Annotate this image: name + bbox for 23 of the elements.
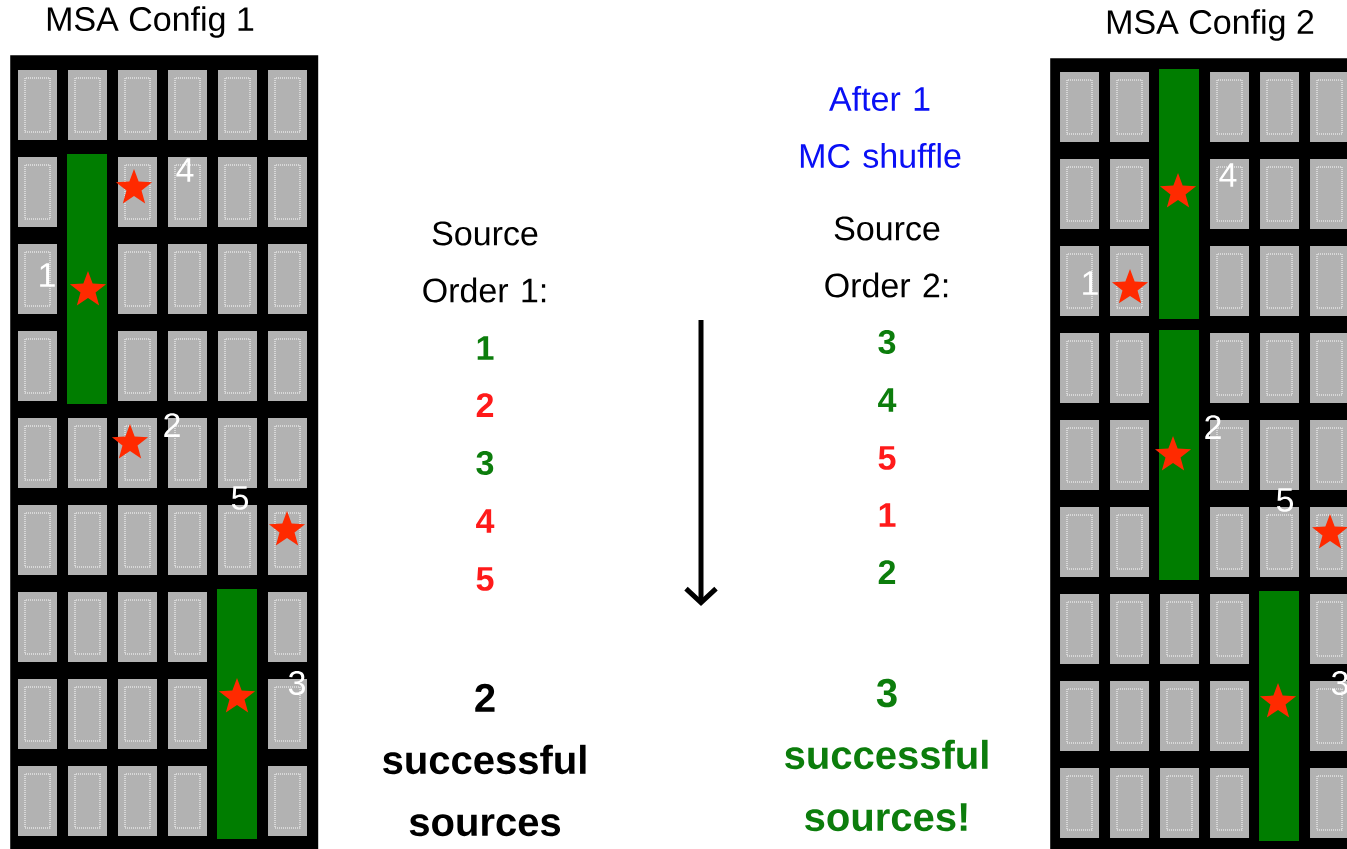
order-number: 1 [477,336,494,360]
order-number: 2 [476,393,494,417]
order-number: 5 [476,567,494,591]
heading-text: Source Order 2: [825,216,948,298]
caption-text: After 1 MC shuffle [800,86,961,168]
star-number: 5 [1276,488,1294,512]
star-number: 5 [231,486,249,510]
order-number: 4 [476,509,495,533]
heading-text: Source Order 1: [423,221,546,303]
star-number: 1 [40,263,55,287]
order-number: 4 [878,388,897,412]
order-number: 2 [878,560,896,584]
star-number: 1 [1083,271,1098,295]
grid-title: MSA Config 1 [47,6,254,38]
order-number: 1 [879,503,896,527]
result-text: 3 successful sources! [785,678,988,832]
order-number: 5 [878,446,896,470]
grid-title: MSA Config 2 [1107,9,1314,41]
star-number: 4 [1219,163,1237,187]
star-number: 4 [176,158,194,182]
order-number: 3 [476,450,494,476]
order-number: 3 [878,329,896,355]
result-text: 2 successful sources [383,683,586,837]
